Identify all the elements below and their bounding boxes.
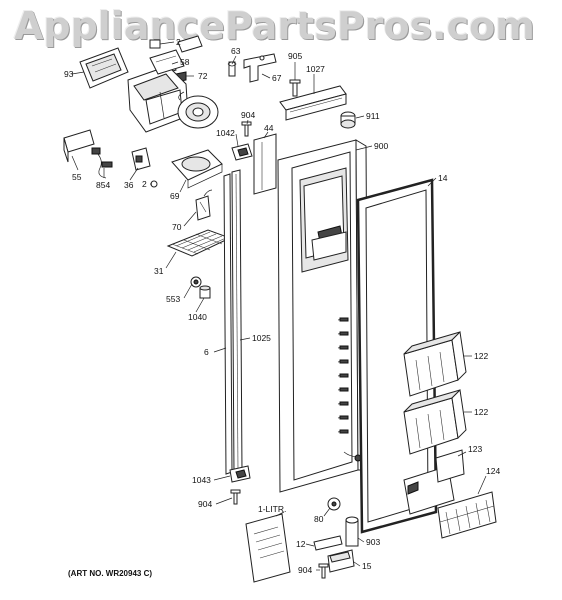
- callout-67: 67: [272, 73, 282, 83]
- part-55-bracket[interactable]: [63, 129, 95, 163]
- part-15-cover[interactable]: [327, 549, 355, 573]
- part-63-hinge-pin[interactable]: [227, 61, 237, 77]
- callout-911: 911: [366, 111, 380, 121]
- part-854-wire-harness[interactable]: [91, 147, 113, 179]
- callout-93: 93: [64, 69, 74, 79]
- part-900-door-assembly[interactable]: [277, 139, 369, 493]
- part-124-bottle-rack[interactable]: [437, 491, 497, 539]
- part-93-control-panel[interactable]: [79, 47, 129, 89]
- callout-854: 854: [96, 180, 110, 190]
- part-904-screw-bottom[interactable]: [318, 563, 329, 579]
- callout-15: 15: [362, 561, 372, 571]
- callout-904-top: 904: [241, 110, 255, 120]
- callout-1043: 1043: [192, 475, 211, 485]
- part-904-screw-top[interactable]: [241, 121, 252, 137]
- callout-2-bottom: 2: [142, 179, 147, 189]
- part-12-lever[interactable]: [313, 535, 343, 551]
- callout-1025: 1025: [252, 333, 271, 343]
- part-911-bushing[interactable]: [340, 111, 356, 129]
- callout-58: 58: [180, 57, 190, 67]
- callout-903: 903: [366, 537, 380, 547]
- callout-12: 12: [296, 539, 306, 549]
- part-905-screw[interactable]: [289, 79, 301, 97]
- part-31-drip-tray[interactable]: [166, 229, 232, 257]
- part-70-heater[interactable]: [195, 189, 213, 221]
- part-1-litr-literature[interactable]: [245, 513, 291, 583]
- callout-1027: 1027: [306, 64, 325, 74]
- callout-36: 36: [124, 180, 134, 190]
- part-69-duct-door[interactable]: [171, 149, 223, 189]
- part-1027-door-top-cap[interactable]: [279, 85, 347, 121]
- callout-63: 63: [231, 46, 241, 56]
- part-auger-motor[interactable]: [177, 91, 219, 129]
- part-553-valve[interactable]: [190, 276, 202, 288]
- callout-124: 124: [486, 466, 500, 476]
- part-122-door-bin-middle[interactable]: [403, 388, 467, 455]
- part-903-water-tube[interactable]: [345, 516, 359, 547]
- part-123-door-bin-lower[interactable]: [403, 449, 465, 515]
- callout-122-upper: 122: [474, 351, 488, 361]
- art-number: (ART NO. WR20943 C): [68, 569, 152, 578]
- part-6-door-frame-strip[interactable]: [223, 173, 233, 475]
- part-2-clip-top[interactable]: [149, 39, 161, 49]
- part-36-switch[interactable]: [131, 147, 151, 171]
- callout-2-top: 2: [176, 37, 181, 47]
- watermark-logo: AppliancePartsPros.com: [14, 4, 535, 48]
- callout-122-middle: 122: [474, 407, 488, 417]
- callout-6: 6: [204, 347, 209, 357]
- callout-1-litr: 1-LITR.: [258, 504, 286, 514]
- part-67-hinge-bracket[interactable]: [243, 53, 277, 83]
- callout-900: 900: [374, 141, 388, 151]
- callout-70: 70: [172, 222, 182, 232]
- callout-55: 55: [72, 172, 82, 182]
- callout-labels: 93 2 58 72 63 67 905 1027 911 904 1042 4…: [64, 37, 500, 578]
- callout-553: 553: [166, 294, 180, 304]
- part-122-door-bin-upper[interactable]: [403, 330, 467, 397]
- callout-31: 31: [154, 266, 164, 276]
- callout-904-middle: 904: [198, 499, 212, 509]
- part-1042-hinge-block[interactable]: [231, 143, 253, 161]
- callout-72: 72: [198, 71, 208, 81]
- callout-1040: 1040: [188, 312, 207, 322]
- leader-lines: [71, 41, 487, 571]
- callout-44: 44: [264, 123, 274, 133]
- callout-904-bottom: 904: [298, 565, 312, 575]
- part-80-fitting[interactable]: [327, 497, 341, 511]
- callout-69: 69: [170, 191, 180, 201]
- callout-14: 14: [438, 173, 448, 183]
- part-904-screw-middle[interactable]: [230, 489, 241, 505]
- part-1040-fitting[interactable]: [199, 285, 211, 299]
- callout-80: 80: [314, 514, 324, 524]
- callout-905: 905: [288, 51, 302, 61]
- callout-1042: 1042: [216, 128, 235, 138]
- part-1025-gasket-channel[interactable]: [231, 169, 243, 475]
- callout-123: 123: [468, 444, 482, 454]
- part-1043-lower-hinge[interactable]: [229, 465, 251, 483]
- part-44-side-trim[interactable]: [253, 133, 277, 195]
- door-shelf-ribs: [337, 317, 349, 434]
- part-dispenser-housing[interactable]: [127, 49, 189, 133]
